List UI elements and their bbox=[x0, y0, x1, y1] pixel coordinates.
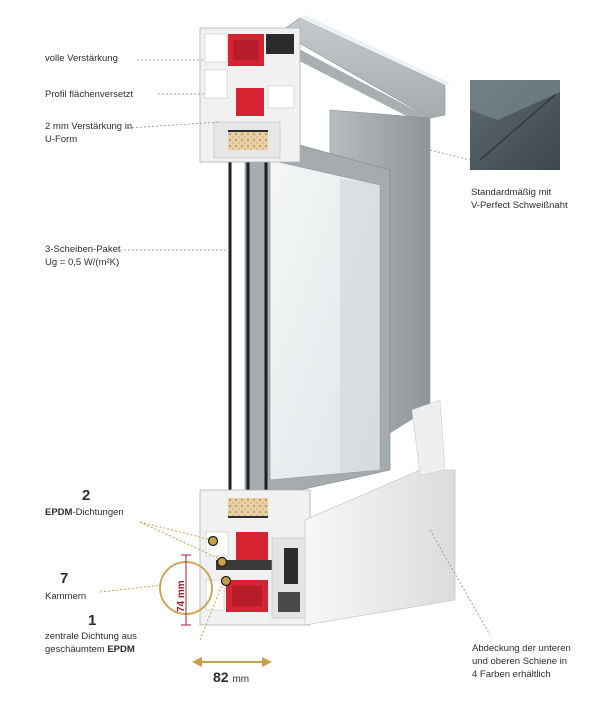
depth-dimension-arrow bbox=[192, 657, 272, 667]
label-central-seal-line2a: geschäumtem bbox=[45, 644, 108, 655]
label-seals-rest: -Dichtungen bbox=[72, 507, 124, 518]
seal-marker-1 bbox=[207, 535, 219, 547]
label-triple-glazing-line1: 3-Scheiben-Paket bbox=[45, 244, 121, 255]
label-cover-line3: 4 Farben erhältlich bbox=[472, 669, 551, 680]
top-rail-depth bbox=[279, 17, 446, 119]
label-seals-bold: EPDM bbox=[45, 507, 73, 518]
seals-count: 2 bbox=[82, 487, 91, 504]
glass-inner-shade bbox=[340, 178, 380, 472]
bottom-foam-spacer bbox=[228, 498, 268, 516]
label-full-reinforcement: volle Verstärkung bbox=[45, 53, 118, 64]
leader-seals-b bbox=[139, 521, 223, 561]
label-weld-line2: V-Perfect Schweißnaht bbox=[471, 200, 568, 211]
leader-chambers bbox=[99, 584, 163, 593]
chambers-count: 7 bbox=[60, 570, 69, 587]
label-weld: Standardmäßig mit V-Perfect Schweißnaht bbox=[471, 186, 568, 212]
label-cover: Abdeckung der unteren und oberen Schiene… bbox=[472, 642, 571, 681]
label-central-seal: zentrale Dichtung aus geschäumtem EPDM bbox=[45, 630, 137, 656]
depth-dimension-label: 82 mm bbox=[213, 669, 249, 685]
label-cover-line2: und oberen Schiene in bbox=[472, 656, 568, 667]
bottom-red-upper bbox=[236, 532, 268, 560]
label-u-reinforcement: 2 mm Verstärkung in U-Form bbox=[45, 120, 132, 146]
cover-upstand bbox=[411, 399, 446, 476]
top-profile-section bbox=[199, 27, 301, 163]
top-rail-cap bbox=[300, 15, 450, 85]
offset-profile-red bbox=[236, 88, 264, 116]
seal-marker-2 bbox=[216, 556, 228, 568]
label-triple-glazing: 3-Scheiben-Paket Ug = 0,5 W/(m²K) bbox=[45, 243, 121, 269]
label-u-reinforcement-line1: 2 mm Verstärkung in bbox=[45, 121, 133, 132]
depth-unit: mm bbox=[232, 674, 250, 685]
label-central-seal-line2b: EPDM bbox=[107, 644, 135, 655]
central-seal-marker bbox=[220, 575, 232, 587]
label-weld-line1: Standardmäßig mit bbox=[471, 187, 552, 198]
label-cover-line1: Abdeckung der unteren bbox=[472, 643, 571, 654]
bottom-profile-section bbox=[199, 489, 311, 626]
label-triple-glazing-line2: Ug = 0,5 W/(m²K) bbox=[45, 257, 120, 268]
label-u-reinforcement-line2: U-Form bbox=[45, 134, 78, 145]
top-rail-front bbox=[282, 40, 430, 128]
central-seal-count: 1 bbox=[88, 612, 97, 629]
label-central-seal-line1: zentrale Dichtung aus bbox=[45, 631, 137, 642]
leader-u-reinforcement bbox=[127, 121, 221, 129]
depth-value: 82 bbox=[213, 669, 229, 685]
label-seals: EPDM-Dichtungen bbox=[45, 506, 124, 519]
top-foam-spacer bbox=[228, 132, 268, 150]
label-chambers: Kammern bbox=[45, 591, 87, 602]
leader-central-seal bbox=[199, 579, 225, 641]
leader-seals-a bbox=[139, 521, 213, 541]
height-dimension-label: 74 mm bbox=[176, 580, 187, 612]
leader-cover bbox=[429, 529, 491, 636]
leader-weld bbox=[429, 149, 471, 161]
label-profile-offset: Profil flächenversetzt bbox=[45, 89, 134, 100]
bottom-cover bbox=[304, 469, 456, 626]
